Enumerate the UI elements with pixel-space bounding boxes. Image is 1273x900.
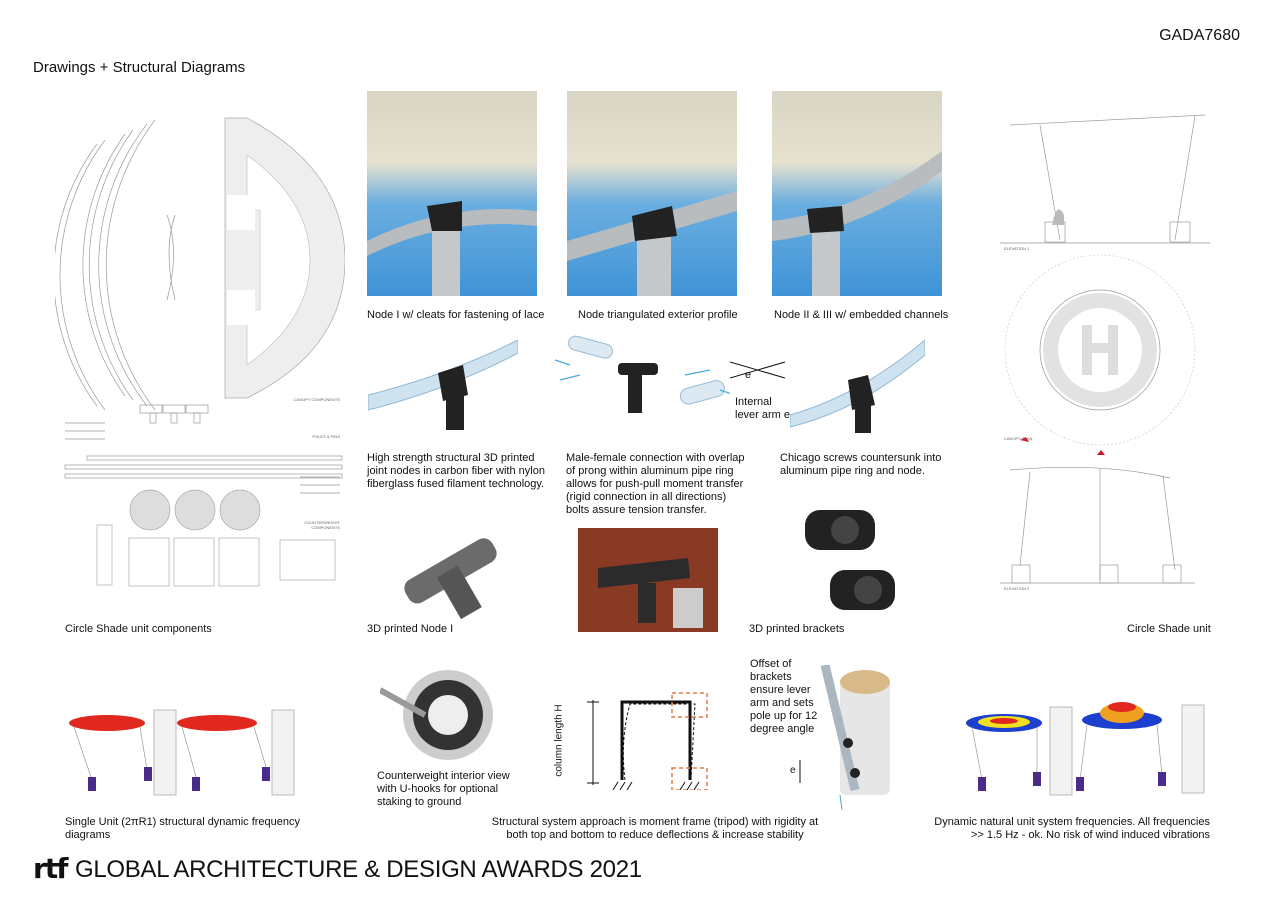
project-code: GADA7680 xyxy=(1159,27,1240,44)
caption-dynamic: Dynamic natural unit system frequencies.… xyxy=(934,816,1210,841)
elevation-1-label: ELEVATION 1 xyxy=(1004,246,1030,251)
render-pole-counterweight: e xyxy=(780,665,890,810)
caption-counterweight: Counterweight interior view with U-hooks… xyxy=(377,770,510,808)
caption-node-1: Node I w/ cleats for fastening of lace xyxy=(367,309,545,321)
column-length-label: column length H xyxy=(553,704,565,777)
poles-pins-label: POLES & PINS xyxy=(312,434,340,439)
unit-drawings: ELEVATION 1 CANOPY PLAN ELEVATION 2 xyxy=(1000,110,1210,600)
photo-node-print xyxy=(578,528,718,632)
render-brackets xyxy=(800,505,900,620)
caption-node-2: Node II & III w/ embedded channels xyxy=(774,309,949,321)
caption-single-unit: Single Unit (2πR1) structural dynamic fr… xyxy=(65,816,301,841)
render-male-female xyxy=(550,335,730,435)
awards-title: GLOBAL ARCHITECTURE & DESIGN AWARDS 2021 xyxy=(75,856,642,883)
caption-node-profile: Node triangulated exterior profile xyxy=(578,309,738,321)
caption-unit: Circle Shade unit xyxy=(1127,623,1211,635)
caption-joint-nodes: High strength structural 3D printed join… xyxy=(367,452,545,490)
photo-counterweight-interior xyxy=(380,665,495,765)
frequency-diagrams-dynamic xyxy=(962,695,1207,800)
photo-node-2 xyxy=(772,91,942,296)
caption-male-female: Male-female connection with overlap of p… xyxy=(566,452,745,516)
photo-node-profile xyxy=(567,91,737,296)
annotation-e2: e xyxy=(790,765,796,776)
photo-node-1 xyxy=(367,91,537,296)
page-title: Drawings + Structural Diagrams xyxy=(33,59,246,76)
lever-diagram xyxy=(730,360,790,380)
components-drawing: CANOPY COMPONENTS POLES & PINS COUNTERWE… xyxy=(55,110,345,590)
elevation-2-label: ELEVATION 2 xyxy=(1004,586,1030,591)
caption-offset: Offset of brackets ensure lever arm and … xyxy=(750,658,818,735)
caption-moment-frame: Structural system approach is moment fra… xyxy=(491,816,819,841)
annotation-e: e xyxy=(745,369,752,381)
caption-node-1-3d: 3D printed Node I xyxy=(367,623,454,635)
caption-brackets: 3D printed brackets xyxy=(749,623,845,635)
caption-chicago: Chicago screws countersunk into aluminum… xyxy=(780,452,942,477)
render-chicago-screws xyxy=(790,335,925,440)
frequency-diagrams-single xyxy=(62,705,302,800)
annotation-lever: Internal lever arm e xyxy=(735,396,791,421)
rtf-logo: rtf xyxy=(33,852,68,885)
caption-components: Circle Shade unit components xyxy=(65,623,212,635)
canopy-plan-label: CANOPY PLAN xyxy=(1004,436,1033,441)
render-node-1-3d xyxy=(395,520,505,620)
counterweight-components-label: COUNTERWEIGHT COMPONENTS xyxy=(304,520,340,530)
canopy-components-label: CANOPY COMPONENTS xyxy=(293,397,340,402)
moment-frame-diagram: column length H xyxy=(554,690,715,790)
render-joint-node xyxy=(368,335,518,435)
